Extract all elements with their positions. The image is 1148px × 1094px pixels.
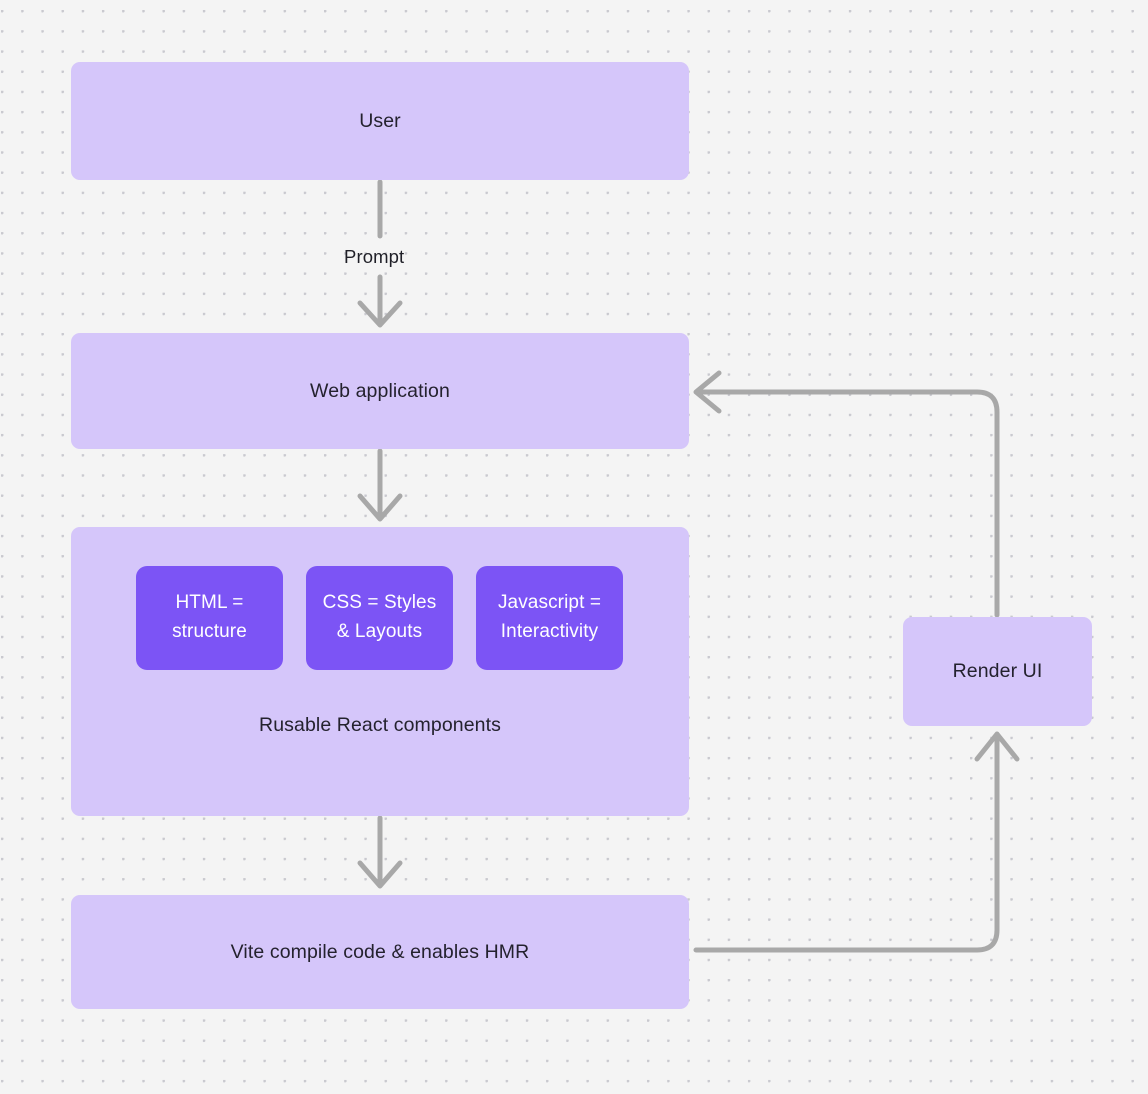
edge-webapp-to-components [357,448,403,522]
node-html-label: HTML = structure [172,589,247,647]
edge-vite-to-render [693,731,1020,953]
node-javascript-line1: Javascript = [497,592,602,614]
edge-render-to-webapp [693,370,1000,618]
node-vite-label: Vite compile code & enables HMR [230,940,530,963]
node-react-components-caption: Rusable React components [259,714,501,736]
node-user-label: User [359,109,401,132]
edge-segment [693,735,1000,953]
node-html-line1: HTML = [175,592,244,614]
node-javascript[interactable]: Javascript = Interactivity [476,566,623,670]
node-css-line1: CSS = Styles [322,592,437,614]
edge-segment [697,389,1000,618]
node-css-line2: & Layouts [336,621,423,642]
node-javascript-label: Javascript = Interactivity [498,589,601,647]
arrowhead-down-icon [357,860,403,889]
node-render-ui[interactable]: Render UI [903,617,1092,726]
arrowhead-left-icon [693,370,722,414]
node-vite[interactable]: Vite compile code & enables HMR [71,895,689,1009]
arrowhead-down-icon [357,493,403,522]
arrowhead-down-icon [357,300,403,328]
edge-components-to-vite [357,815,403,889]
node-web-application[interactable]: Web application [71,333,689,449]
node-render-ui-label: Render UI [952,660,1043,683]
node-web-application-label: Web application [310,379,450,402]
node-html-line2: structure [172,621,247,642]
node-javascript-line2: Interactivity [500,621,599,642]
node-css-label: CSS = Styles & Layouts [323,589,437,647]
node-html[interactable]: HTML = structure [136,566,283,670]
node-css[interactable]: CSS = Styles & Layouts [306,566,453,670]
edge-label-prompt: Prompt [344,246,405,267]
arrowhead-up-icon [974,731,1020,762]
node-user[interactable]: User [71,62,689,180]
